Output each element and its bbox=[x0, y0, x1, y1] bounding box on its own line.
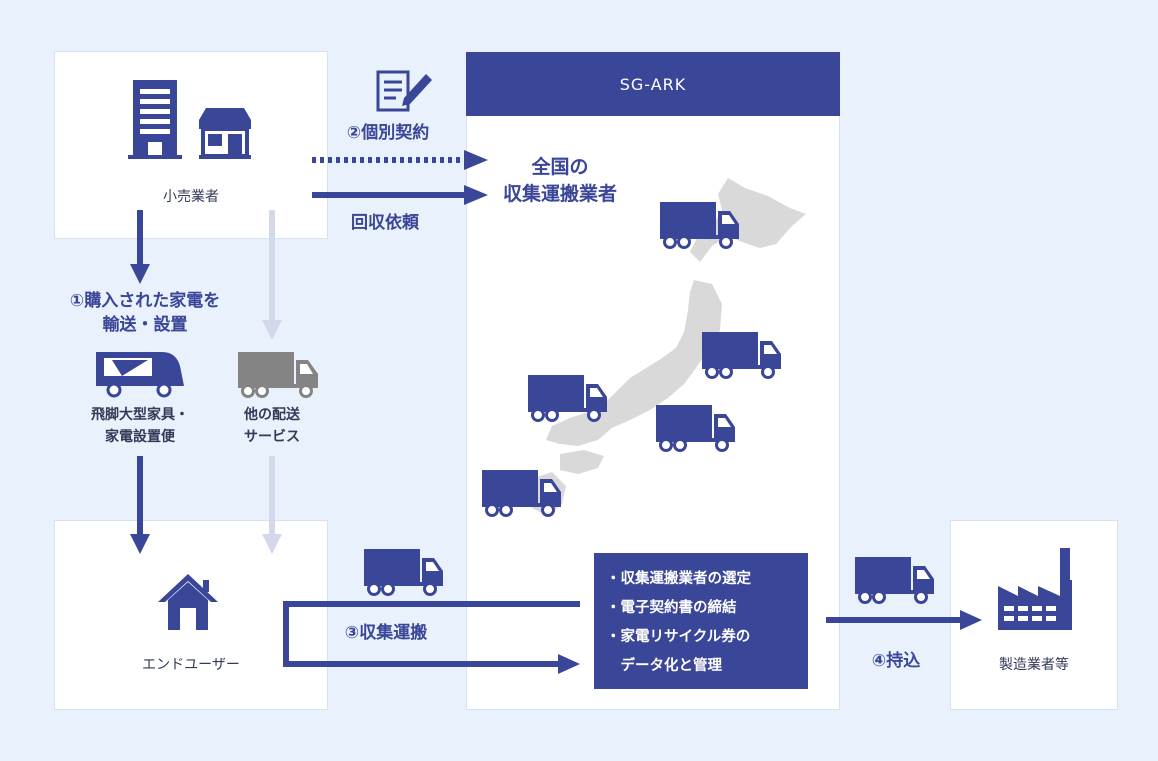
retailer-label: 小売業者 bbox=[163, 189, 219, 205]
delivery-van-icon bbox=[96, 352, 184, 398]
service-item: ・収集運搬業者の選定 bbox=[606, 571, 751, 587]
delivery-arrow bbox=[826, 610, 982, 630]
service-item: ・家電リサイクル券の bbox=[606, 629, 751, 645]
house-icon bbox=[158, 574, 218, 630]
collection-arrow bbox=[283, 601, 580, 674]
contract-label: ②個別契約 bbox=[346, 123, 430, 143]
truck-icon bbox=[853, 555, 936, 604]
shop-icon bbox=[199, 108, 251, 159]
gray-truck-icon bbox=[238, 352, 318, 398]
building-icon bbox=[128, 80, 182, 159]
map-title-line2: 収集運搬業者 bbox=[502, 183, 617, 205]
manufacturer-label: 製造業者等 bbox=[999, 657, 1069, 673]
document-pen-icon bbox=[376, 70, 432, 112]
truck-icon bbox=[526, 373, 609, 422]
purchase-label-line2: 輸送・設置 bbox=[102, 315, 188, 335]
sgark-header: SG-ARK bbox=[466, 52, 840, 116]
purchase-label-line1: ①購入された家電を bbox=[69, 291, 221, 311]
retailer-box bbox=[54, 51, 328, 239]
end-user-label: エンドユーザー bbox=[142, 657, 240, 673]
truck-icon bbox=[654, 403, 737, 452]
hikyaku-label-line2: 家電設置便 bbox=[105, 429, 175, 445]
request-label: 回収依頼 bbox=[351, 213, 419, 233]
truck-icon bbox=[700, 330, 783, 379]
purchase-arrow-bottom bbox=[130, 456, 150, 554]
other-service-label-line2: サービス bbox=[244, 429, 300, 445]
other-service-label-line1: 他の配送 bbox=[244, 407, 300, 423]
request-arrow bbox=[312, 185, 488, 205]
hikyaku-label-line1: 飛脚大型家具・ bbox=[91, 407, 189, 423]
other-service-arrow-bottom bbox=[262, 456, 282, 554]
delivery-label: ④持込 bbox=[871, 651, 921, 671]
map-title-line1: 全国の bbox=[531, 156, 589, 178]
collection-label: ③収集運搬 bbox=[344, 623, 428, 643]
sgark-services-box: ・収集運搬業者の選定 ・電子契約書の締結 ・家電リサイクル券の データ化と管理 bbox=[594, 553, 808, 689]
truck-icon bbox=[362, 547, 445, 596]
purchase-arrow-top bbox=[130, 210, 150, 284]
factory-icon bbox=[998, 548, 1072, 630]
service-item: ・電子契約書の締結 bbox=[606, 600, 737, 616]
service-item: データ化と管理 bbox=[606, 658, 722, 674]
other-service-arrow-top bbox=[262, 210, 282, 340]
contract-arrow bbox=[312, 150, 488, 170]
